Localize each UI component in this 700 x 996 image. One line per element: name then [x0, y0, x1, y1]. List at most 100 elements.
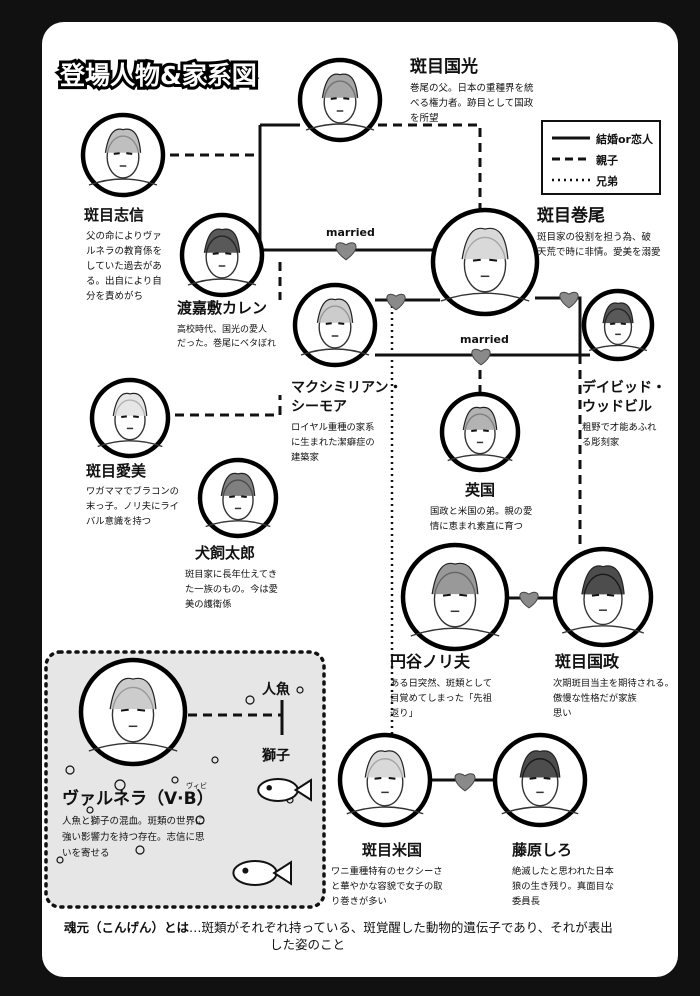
bubble-icon — [245, 695, 255, 705]
character-description: 次期斑目当主を期待される。 — [553, 677, 674, 689]
character-description: と華やかな容貌で女子の取 — [331, 880, 443, 892]
bubble-icon — [171, 776, 179, 784]
character-name: ウッドビル — [582, 399, 652, 415]
line-maximilian-manami — [175, 395, 282, 417]
character-description: る彫刻家 — [582, 436, 619, 448]
character-description: 天荒で時に非情。愛美を溺愛 — [537, 246, 661, 258]
shiro-portrait — [492, 732, 588, 828]
maximilian-portrait — [292, 282, 378, 368]
bubble-icon — [65, 765, 75, 775]
character-description: 目覚めてしまった「先祖 — [390, 692, 492, 704]
character-description: だった。巻尾にベタぼれ — [177, 337, 276, 349]
relationship-lines — [170, 123, 590, 782]
character-name: 斑目国光 — [410, 56, 478, 77]
character-description: 斑目家に長年仕えてき — [185, 568, 277, 580]
character-description: 強い影響力を持つ存在。志信に思 — [62, 831, 205, 843]
character-description: していた過去があ — [86, 260, 162, 272]
kunimasa-portrait — [552, 546, 654, 648]
character-name: 藤原しろ — [512, 841, 572, 859]
line-makio-david — [535, 296, 582, 355]
character-description: ある日突然、斑類として — [390, 677, 492, 689]
manami-portrait — [89, 377, 171, 459]
character-shishin: 斑目志信父の命によりヴァルネラの教育係をしていた過去がある。出自により自分を責め… — [84, 206, 162, 302]
character-name: 斑目巻尾 — [537, 205, 605, 226]
heart-icon — [386, 293, 406, 311]
bubble-icon — [135, 845, 145, 855]
karen-portrait — [179, 212, 265, 298]
character-description: 国政と米国の弟。親の愛 — [430, 505, 532, 517]
character-name: マクシミリアン・ — [291, 380, 402, 396]
character-description: た一族のもの。今は愛 — [185, 583, 278, 595]
parent-label: 人魚 — [262, 681, 290, 698]
heart-icon — [559, 291, 579, 309]
character-description: 斑目家の役割を担う為、破 — [537, 231, 652, 243]
bubble-icon — [296, 686, 304, 694]
page-title: 登場人物&家系図 — [59, 61, 257, 90]
married-label: married — [460, 333, 509, 346]
character-description: ロイヤル重種の家系 — [291, 421, 374, 433]
footer-line: した姿のこと — [270, 937, 345, 952]
beikoku-portrait — [337, 732, 433, 828]
character-description: 建築家 — [291, 451, 319, 463]
david-portrait — [581, 288, 655, 362]
character-name: シーモア — [291, 399, 347, 415]
bubble-icon — [195, 815, 205, 825]
character-description: 傲慢な性格だが家族 — [553, 692, 637, 704]
character-description: ワガママでブラコンの — [86, 485, 179, 497]
character-description: り巻きが多い — [331, 895, 387, 907]
character-description: べる権力者。跡目として国政 — [410, 97, 534, 109]
character-description: 絶滅したと思われた日本 — [512, 865, 614, 877]
character-varunera: ヴァルネラ（V·B）ヴィビ人魚と獅子の混血。斑類の世界に強い影響力を持つ存在。志… — [62, 681, 290, 859]
shishin-portrait — [80, 112, 166, 198]
character-description: 思い — [553, 708, 572, 719]
character-name: 斑目米国 — [362, 841, 422, 859]
footer-line: 魂元（こんげん）とは…斑類がそれぞれ持っている、斑覚醒した動物的遺伝子であり、そ… — [64, 920, 613, 935]
character-description: いを寄せる — [62, 847, 110, 859]
bubble-icon — [86, 806, 94, 814]
parent-label: 獅子 — [261, 747, 290, 764]
character-description: を所望 — [410, 112, 439, 124]
character-name: 渡嘉敷カレン — [177, 299, 267, 317]
heart-icon — [335, 242, 357, 261]
character-description: る。出自により自 — [86, 275, 162, 287]
bubble-icon — [211, 756, 219, 764]
character-name: 円谷ノリ夫 — [390, 652, 471, 671]
footer-note: 魂元（こんげん）とは…斑類がそれぞれ持っている、斑覚醒した動物的遺伝子であり、そ… — [64, 920, 613, 952]
kunimitsu-portrait — [297, 57, 383, 143]
character-description: 返り」 — [390, 707, 418, 719]
name-ruby: ヴィビ — [186, 781, 207, 790]
character-description: 狼の生き残り。真面目な — [512, 880, 614, 892]
bubble-icon — [56, 856, 64, 864]
character-name: デイビッド・ — [582, 379, 666, 396]
heart-icon — [454, 773, 476, 792]
character-description: ワニ重種特有のセクシーさ — [331, 865, 443, 877]
legend-solid-label: 結婚or恋人 — [596, 132, 654, 146]
legend-dotted-label: 兄弟 — [595, 174, 618, 188]
character-name: ヴァルネラ（V·B） — [62, 788, 214, 809]
character-description: 委員長 — [512, 895, 541, 907]
fish-icon — [257, 778, 312, 802]
legend-dashed-label: 親子 — [596, 153, 618, 167]
norio-portrait — [400, 542, 510, 652]
footer-text: …斑類がそれぞれ持っている、斑覚醒した動物的遺伝子であり、それが表出 — [189, 920, 613, 935]
line-kunimitsu-makio-parent — [378, 123, 482, 210]
character-description: 人魚と獅子の混血。斑類の世界に — [62, 815, 205, 827]
character-description: に生まれた潔癖症の — [291, 436, 375, 448]
character-description: 巻尾の父。日本の重種界を統 — [410, 82, 534, 94]
heart-icon — [471, 348, 491, 366]
eikoku-portrait — [439, 391, 521, 473]
married-label: married — [326, 226, 375, 239]
fish-icon — [232, 860, 292, 886]
